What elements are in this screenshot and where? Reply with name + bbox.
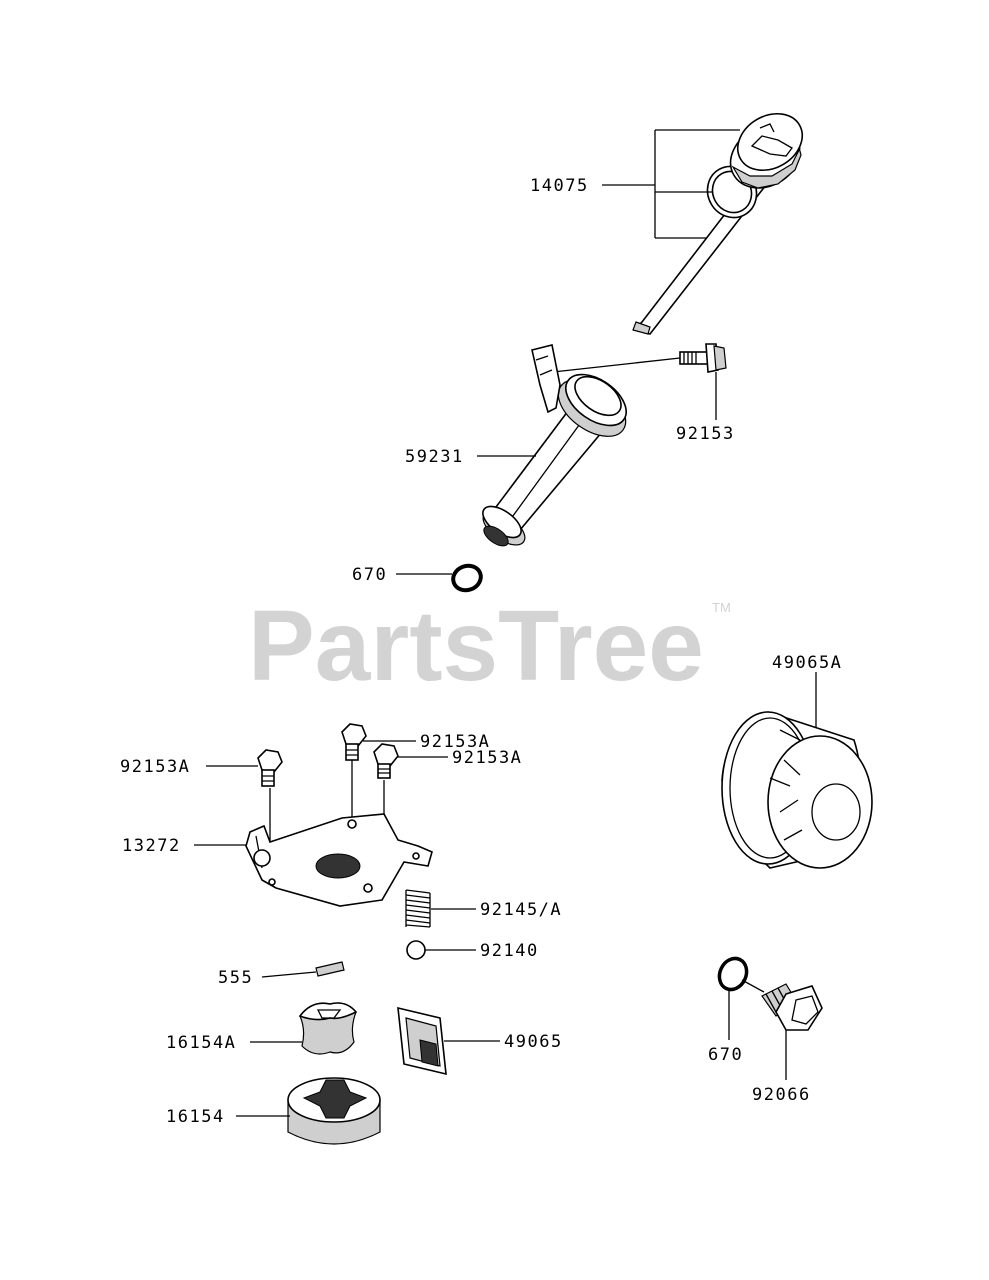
drain-plug-callout: 92066	[741, 979, 811, 1105]
drain-oring-callout: 670	[708, 990, 743, 1065]
plate-part[interactable]	[245, 813, 433, 907]
inner-rotor-callout: 16154A	[166, 1033, 302, 1053]
spring-callout: 92145/A	[431, 900, 562, 920]
callout-92153: 92153	[676, 424, 735, 444]
callout-92066: 92066	[752, 1085, 811, 1105]
callout-670-drain: 670	[708, 1045, 743, 1065]
callout-92145A: 92145/A	[480, 900, 562, 920]
outer-rotor-part[interactable]	[287, 1077, 381, 1145]
oil-filler-tube-callout: 59231	[405, 447, 536, 467]
callout-555: 555	[218, 968, 253, 988]
callout-16154: 16154	[166, 1107, 225, 1127]
callout-92140: 92140	[480, 941, 539, 961]
callout-59231: 59231	[405, 447, 464, 467]
oil-filter-callout: 49065A	[772, 653, 842, 728]
watermark-brand: PartsTree	[248, 590, 704, 702]
drain-oring-part[interactable]	[714, 954, 751, 994]
ball-part[interactable]	[406, 940, 426, 960]
screen-callout: 49065	[444, 1032, 563, 1052]
key-callout: 555	[218, 968, 317, 988]
callout-92153A-right: 92153A	[452, 748, 522, 768]
tube-oring-part[interactable]	[450, 562, 485, 594]
key-part[interactable]	[315, 961, 345, 977]
callout-49065A: 49065A	[772, 653, 842, 673]
plate-bolt-left-part[interactable]	[257, 749, 283, 787]
plate-bolt-top-part[interactable]	[341, 723, 367, 761]
tube-bolt-callout: 92153	[552, 357, 735, 444]
spring-part[interactable]	[405, 888, 431, 928]
dipstick-callout: 14075	[530, 129, 740, 239]
callout-14075: 14075	[530, 176, 589, 196]
plate-bolt-top-callout: 92153A	[351, 732, 490, 818]
oil-filler-tube-part[interactable]	[477, 344, 635, 552]
screen-part[interactable]	[397, 1006, 447, 1076]
tube-bolt-part[interactable]	[679, 343, 727, 373]
callout-16154A: 16154A	[166, 1033, 236, 1053]
callout-13272: 13272	[122, 836, 181, 856]
dipstick-part[interactable]	[632, 102, 812, 335]
inner-rotor-part[interactable]	[298, 1002, 358, 1055]
callout-92153A-top: 92153A	[420, 732, 490, 752]
callout-49065: 49065	[504, 1032, 563, 1052]
tube-oring-callout: 670	[352, 565, 452, 585]
callout-92153A-left: 92153A	[120, 757, 190, 777]
plate-bolt-left-callout: 92153A	[120, 757, 271, 842]
callout-670-tube: 670	[352, 565, 387, 585]
outer-rotor-callout: 16154	[166, 1107, 290, 1127]
oil-filter-part[interactable]	[721, 711, 873, 869]
ball-callout: 92140	[425, 941, 539, 961]
watermark-trademark: TM	[712, 600, 731, 615]
plate-callout: 13272	[122, 836, 246, 856]
plate-bolt-right-part[interactable]	[373, 743, 399, 779]
drain-plug-part[interactable]	[761, 983, 823, 1031]
watermark: PartsTree TM	[248, 590, 731, 702]
